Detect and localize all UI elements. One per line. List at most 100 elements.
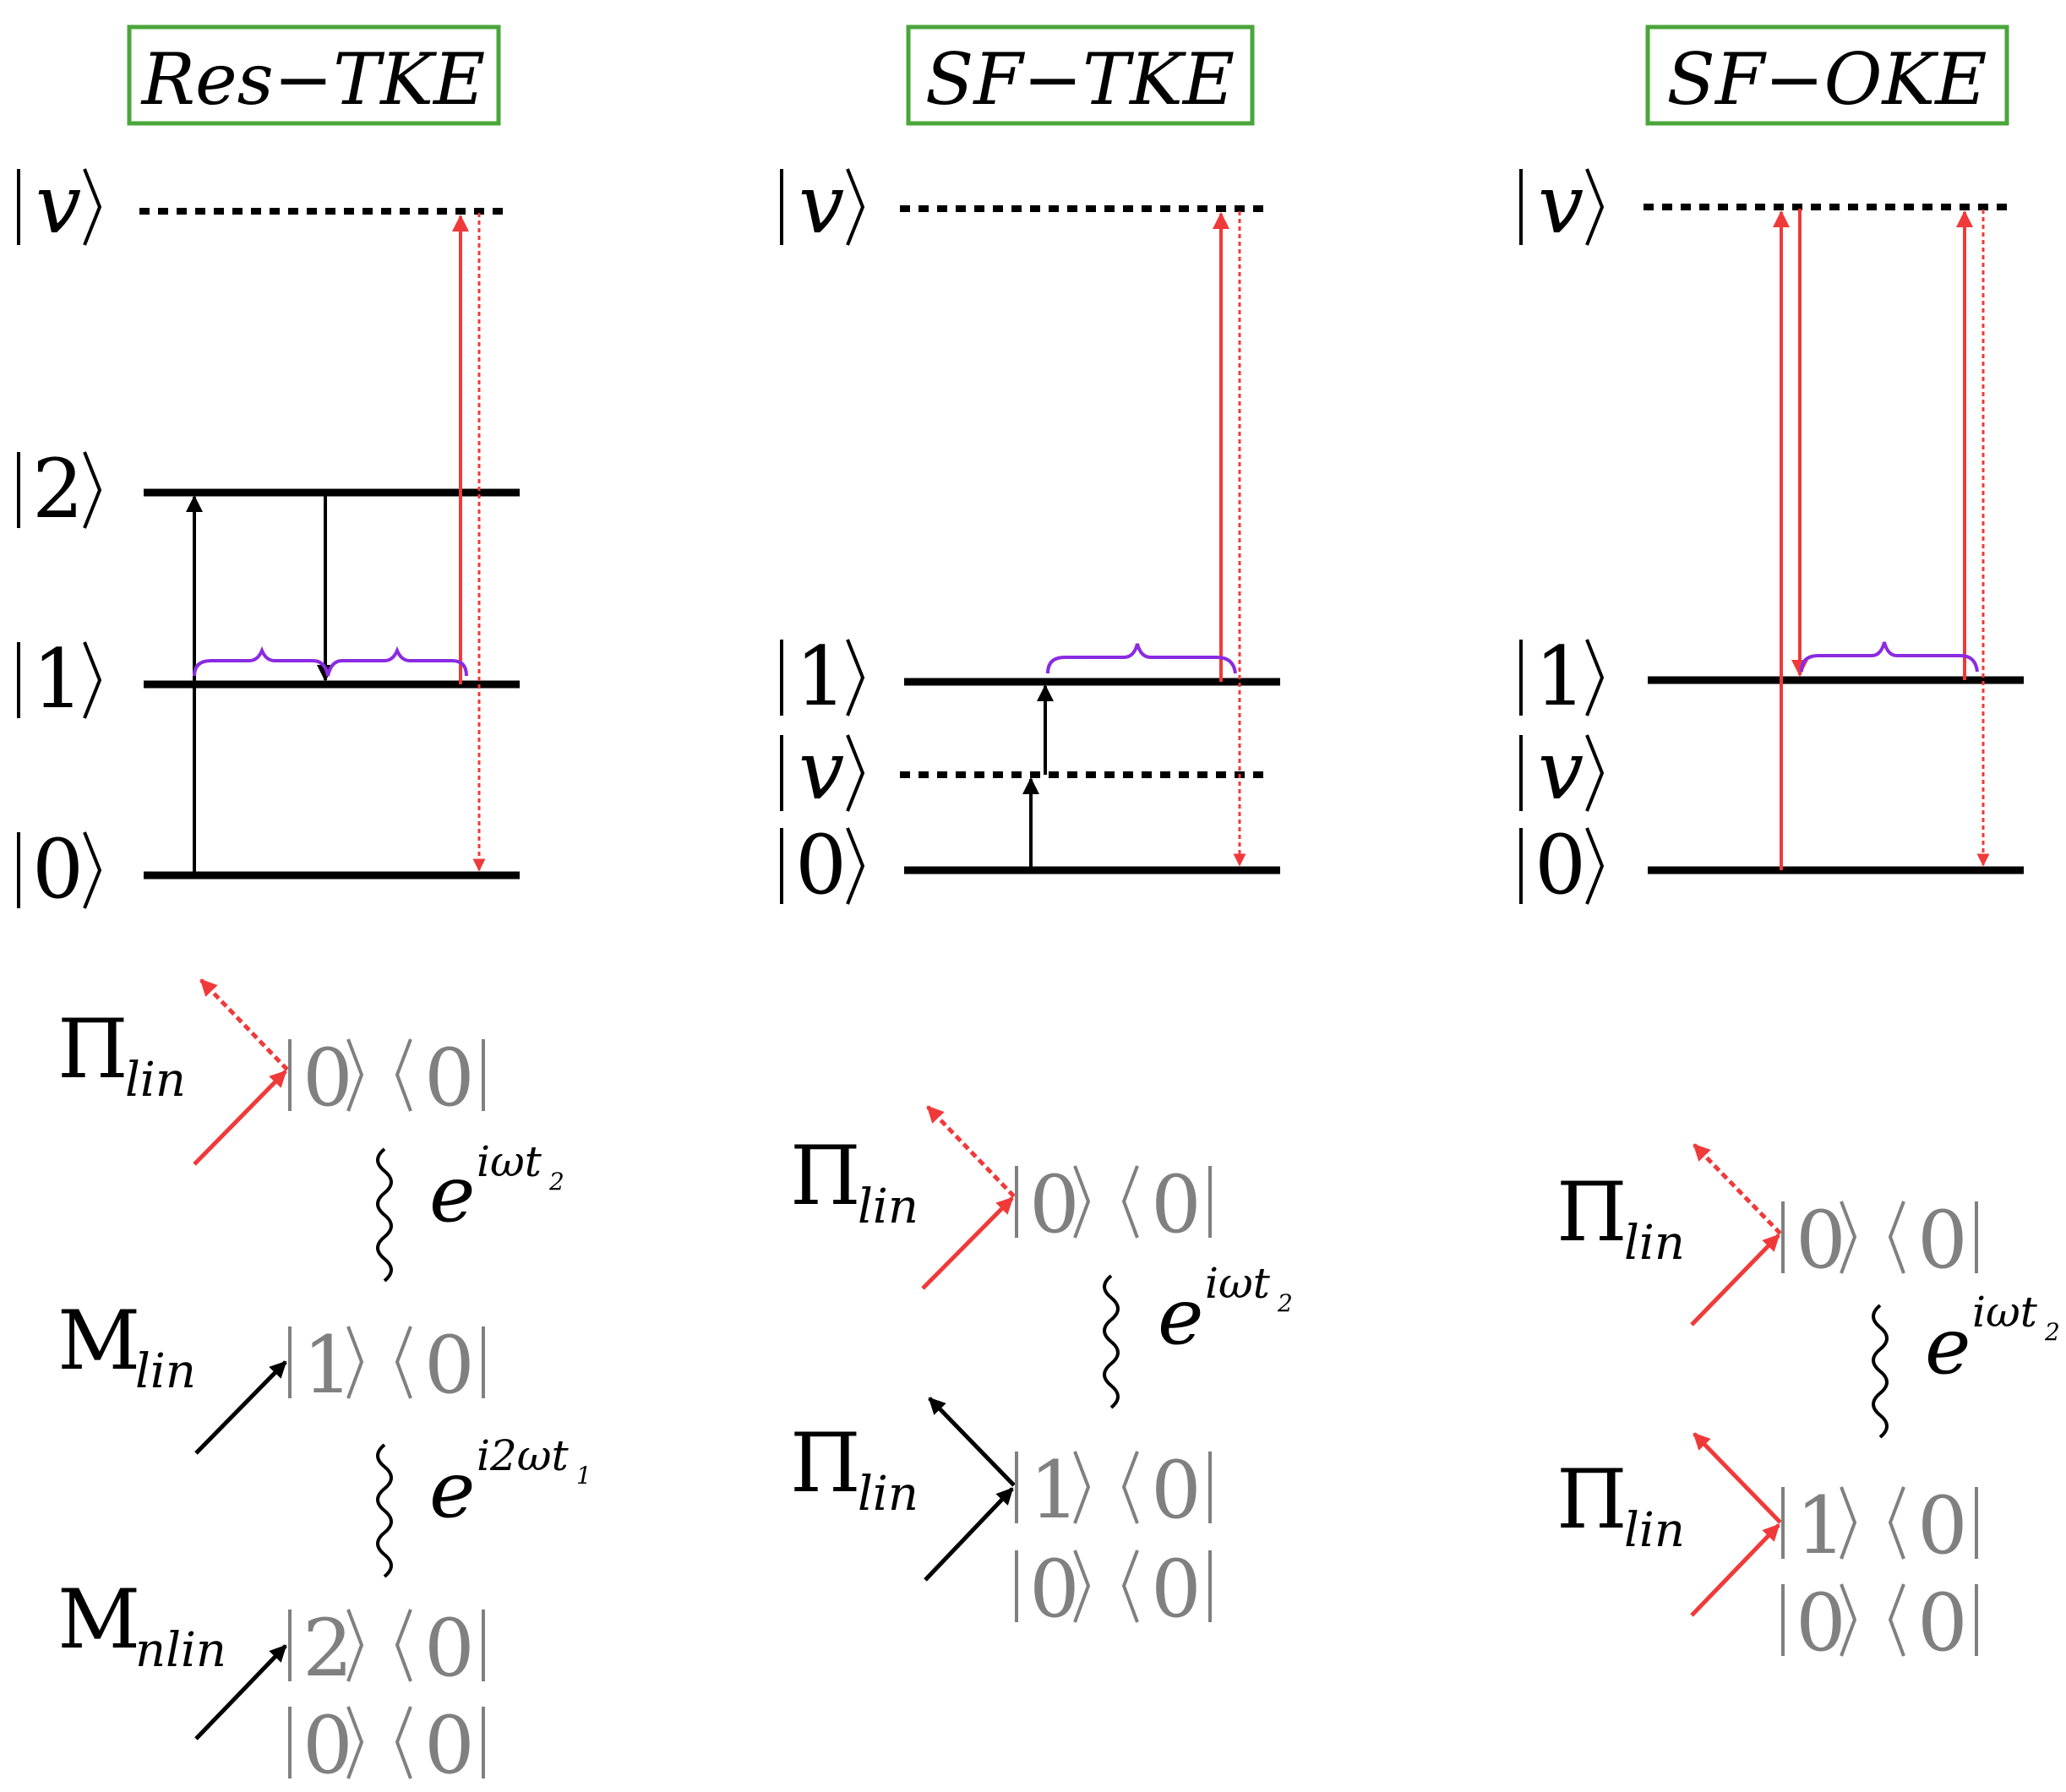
svg-text:2: 2 bbox=[2044, 1318, 2060, 1346]
svg-text:1: 1 bbox=[1029, 1445, 1080, 1537]
operator-pi-lin-1: Π lin bbox=[1556, 1165, 1685, 1271]
svg-text:0: 0 bbox=[1029, 1159, 1080, 1251]
ket-label-v-top: v bbox=[1519, 157, 1605, 252]
title-sf-oke: SF−OKE bbox=[1666, 38, 1987, 121]
ket-label-1: 1 bbox=[1519, 629, 1605, 724]
ket-label-2: 2 bbox=[17, 442, 102, 537]
svg-text:iωt: iωt bbox=[1972, 1288, 2038, 1337]
svg-text:lin: lin bbox=[125, 1053, 186, 1108]
svg-text:lin: lin bbox=[1624, 1503, 1685, 1558]
svg-text:0: 0 bbox=[1917, 1577, 1968, 1669]
density-state-1-0: 1 0 bbox=[1015, 1445, 1212, 1537]
field-arrow-out-1 bbox=[199, 978, 289, 1071]
svg-text:iωt: iωt bbox=[477, 1137, 542, 1186]
svg-text:0: 0 bbox=[795, 818, 847, 912]
phase-factor-1: e iωt 2 bbox=[1925, 1288, 2060, 1392]
density-state-2-0: 2 0 bbox=[288, 1603, 485, 1695]
operator-pi-lin-2: Π lin bbox=[790, 1416, 919, 1522]
svg-text:1: 1 bbox=[1796, 1480, 1846, 1572]
field-arrow-out-1 bbox=[1693, 1143, 1782, 1235]
svg-text:M: M bbox=[57, 1294, 140, 1388]
svg-text:0: 0 bbox=[1029, 1544, 1080, 1636]
field-arrow-in-2 bbox=[194, 1360, 287, 1455]
field-arrow-out-1 bbox=[926, 1105, 1016, 1198]
svg-text:v: v bbox=[799, 723, 844, 818]
svg-text:Π: Π bbox=[57, 1002, 128, 1097]
density-state-0-0-bottom: 0 0 bbox=[1781, 1577, 1978, 1669]
field-arrow-in-3 bbox=[194, 1644, 287, 1740]
ket-label-0: 0 bbox=[17, 822, 102, 917]
density-state-0-0: 0 0 bbox=[1781, 1195, 1978, 1287]
svg-text:lin: lin bbox=[858, 1467, 919, 1522]
svg-text:2: 2 bbox=[32, 442, 84, 537]
title-box-sf-tke bbox=[906, 25, 1255, 126]
title-box-sf-oke bbox=[1645, 25, 2009, 126]
svg-text:1: 1 bbox=[32, 632, 84, 727]
svg-text:0: 0 bbox=[1796, 1577, 1846, 1669]
field-arrow-in-1 bbox=[1690, 1234, 1780, 1326]
probe-bracket bbox=[193, 645, 468, 677]
wavy-propagator-1 bbox=[376, 1147, 393, 1283]
operator-pi-lin-1: Π lin bbox=[790, 1129, 919, 1234]
operator-m-lin: M lin bbox=[57, 1294, 196, 1399]
svg-text:0: 0 bbox=[424, 1320, 475, 1412]
ket-label-1: 1 bbox=[17, 632, 102, 727]
wavy-propagator-1 bbox=[1872, 1304, 1889, 1439]
ket-label-v-top: v bbox=[780, 157, 865, 252]
field-arrow-out-2 bbox=[1693, 1432, 1782, 1524]
svg-text:0: 0 bbox=[303, 1032, 353, 1125]
operator-m-nlin: M nlin bbox=[57, 1572, 226, 1678]
title-box-res-tke bbox=[127, 25, 501, 126]
panel-res-tke: Res−TKE v 2 1 0 bbox=[17, 25, 591, 1792]
svg-text:0: 0 bbox=[424, 1032, 475, 1125]
phase-factor-1: e iωt 2 bbox=[429, 1137, 564, 1239]
field-arrow-out-2 bbox=[928, 1397, 1016, 1487]
density-state-0-0-bottom: 0 0 bbox=[288, 1700, 485, 1792]
svg-text:Π: Π bbox=[1556, 1452, 1627, 1547]
wavy-propagator-2 bbox=[376, 1443, 393, 1578]
svg-text:lin: lin bbox=[1624, 1216, 1685, 1271]
svg-text:0: 0 bbox=[1535, 818, 1586, 912]
density-state-1-0: 1 0 bbox=[1781, 1480, 1978, 1572]
svg-text:i2ωt: i2ωt bbox=[477, 1431, 570, 1480]
title-res-tke: Res−TKE bbox=[140, 38, 486, 121]
svg-text:1: 1 bbox=[576, 1462, 591, 1490]
field-arrow-in-2 bbox=[1690, 1523, 1780, 1617]
svg-text:Π: Π bbox=[790, 1129, 861, 1223]
svg-text:lin: lin bbox=[135, 1344, 196, 1399]
svg-text:0: 0 bbox=[1151, 1159, 1202, 1251]
svg-text:Π: Π bbox=[790, 1416, 861, 1511]
density-state-0-0: 0 0 bbox=[1015, 1159, 1212, 1251]
feynman-sf-oke: Π lin 0 0 e iωt 2 Π lin bbox=[1556, 1143, 2060, 1669]
svg-text:0: 0 bbox=[424, 1603, 475, 1695]
svg-text:Π: Π bbox=[1556, 1165, 1627, 1260]
svg-text:0: 0 bbox=[424, 1700, 475, 1792]
ket-label-0: 0 bbox=[1519, 818, 1605, 912]
operator-pi-lin-2: Π lin bbox=[1556, 1452, 1685, 1558]
svg-text:0: 0 bbox=[1917, 1195, 1968, 1287]
svg-text:nlin: nlin bbox=[135, 1623, 226, 1678]
svg-text:v: v bbox=[35, 157, 81, 252]
svg-text:2: 2 bbox=[1277, 1289, 1293, 1317]
density-state-1-0: 1 0 bbox=[288, 1320, 485, 1412]
svg-text:v: v bbox=[1538, 157, 1584, 252]
density-state-0-0-bottom: 0 0 bbox=[1015, 1544, 1212, 1636]
ket-label-v-mid: v bbox=[780, 723, 865, 818]
svg-text:lin: lin bbox=[858, 1179, 919, 1234]
svg-text:M: M bbox=[57, 1572, 140, 1667]
svg-text:0: 0 bbox=[1151, 1445, 1202, 1537]
svg-text:1: 1 bbox=[795, 629, 847, 724]
title-sf-tke: SF−TKE bbox=[925, 38, 1235, 121]
probe-bracket bbox=[1800, 641, 1979, 673]
field-arrow-in-2 bbox=[924, 1487, 1014, 1582]
operator-pi-lin-1: Π lin bbox=[57, 1002, 186, 1108]
feynman-res-tke: Π lin 0 0 e iωt 2 M lin bbox=[57, 978, 591, 1792]
svg-text:v: v bbox=[1538, 723, 1584, 818]
svg-text:0: 0 bbox=[32, 822, 84, 917]
ket-label-0: 0 bbox=[780, 818, 865, 912]
wavy-propagator-1 bbox=[1103, 1274, 1120, 1409]
probe-bracket bbox=[1046, 643, 1237, 674]
panel-sf-tke: SF−TKE v 1 v 0 bbox=[780, 25, 1293, 1636]
svg-text:iωt: iωt bbox=[1205, 1259, 1271, 1308]
field-arrow-in-1 bbox=[193, 1070, 287, 1166]
